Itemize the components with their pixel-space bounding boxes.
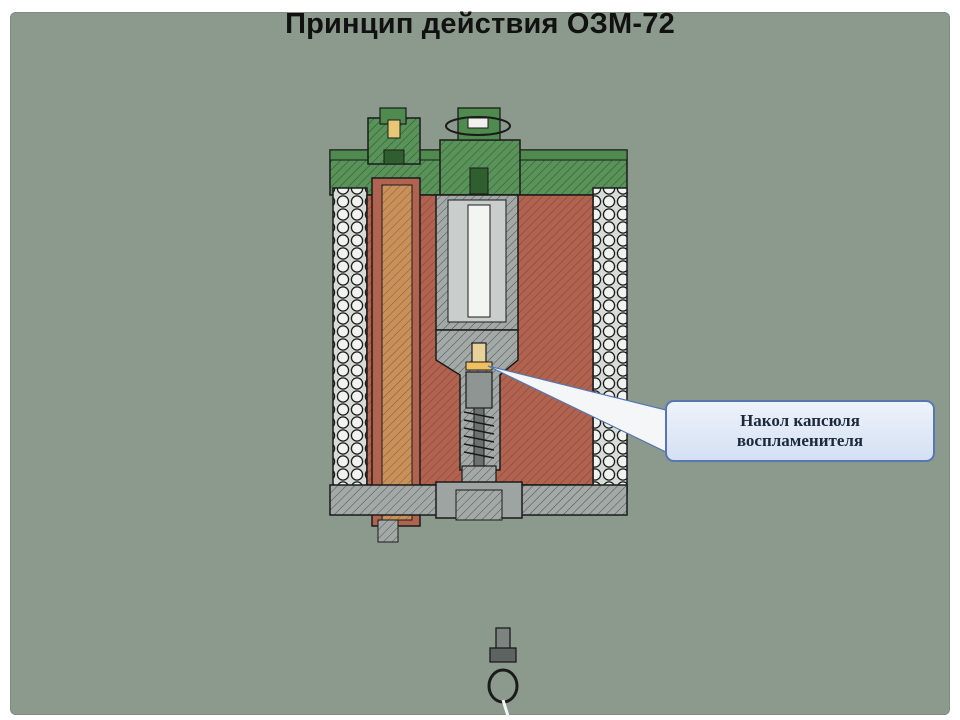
mine-base [329, 481, 628, 521]
expelling-charge-cap [439, 107, 521, 196]
igniter-primer [465, 342, 493, 371]
detonator-tube [371, 177, 421, 543]
firing-pin [461, 371, 497, 485]
steel-balls-right [592, 187, 628, 494]
callout-box: Накол капсюля воспламенителя [665, 400, 935, 462]
steel-balls-left [332, 187, 368, 494]
callout-line-2: воспламенителя [736, 431, 864, 450]
fuse-socket [367, 107, 421, 165]
slide-title: Принцип действия ОЗМ-72 [285, 8, 675, 40]
tripwire-ring [487, 627, 519, 717]
callout-line-1: Накол капсюля [740, 411, 860, 430]
